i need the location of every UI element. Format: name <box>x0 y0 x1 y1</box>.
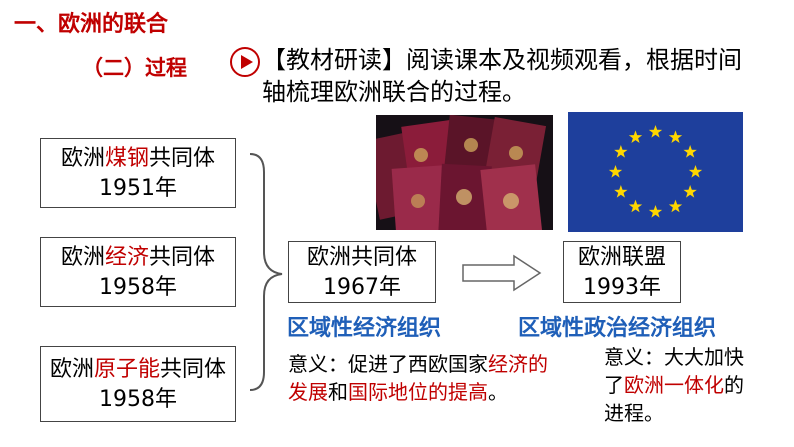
ecsc-name: 欧洲煤钢共同体 <box>60 146 216 171</box>
ecsc-box: 欧洲煤钢共同体 1951年 <box>40 138 236 208</box>
ecsc-year: 1951年 <box>99 176 177 201</box>
eec-year: 1958年 <box>99 275 177 300</box>
eu-type-tag: 区域性政治经济组织 <box>518 316 717 341</box>
brace-icon <box>249 153 283 391</box>
ec-type-tag: 区域性经济组织 <box>287 316 442 341</box>
intro-text: 【教材研读】阅读课本及视频观看，根据时间轴梳理欧洲联合的过程。 <box>262 46 742 106</box>
eu-flag-star <box>648 125 663 138</box>
eec-name: 欧洲经济共同体 <box>60 245 216 270</box>
section-title: 一、欧洲的联合 <box>14 12 169 37</box>
eu-name: 欧洲联盟 <box>577 245 666 270</box>
ec-significance-note: 意义：促进了西欧国家经济的发展和国际地位的提高。 <box>288 352 548 404</box>
euratom-box: 欧洲原子能共同体 1958年 <box>40 346 236 422</box>
eu-flag-star <box>628 199 643 213</box>
passports-image <box>376 115 553 230</box>
euratom-year: 1958年 <box>99 387 177 412</box>
eu-year: 1993年 <box>583 275 661 300</box>
eu-flag-star <box>683 145 697 158</box>
eu-flag-star <box>668 199 683 213</box>
eu-box: 欧洲联盟 1993年 <box>563 241 681 303</box>
eu-flag-star <box>648 205 663 218</box>
eec-box: 欧洲经济共同体 1958年 <box>40 237 236 307</box>
eu-flag-star <box>614 185 628 198</box>
eu-flag-star <box>614 145 628 158</box>
eu-flag-image <box>568 112 743 232</box>
eu-significance-note: 意义：大大加快了欧洲一体化的进程。 <box>604 345 744 425</box>
section-subtitle: （二）过程 <box>82 56 187 80</box>
eu-flag-star <box>628 130 643 144</box>
eu-flag-star <box>608 165 623 178</box>
eu-flag-star <box>688 165 703 178</box>
euratom-name: 欧洲原子能共同体 <box>49 357 227 382</box>
play-button[interactable] <box>230 47 260 77</box>
eu-flag-star <box>668 130 683 144</box>
ec-box: 欧洲共同体 1967年 <box>288 241 436 303</box>
eu-flag-star <box>683 185 697 198</box>
play-icon <box>241 55 253 69</box>
ec-year: 1967年 <box>323 275 401 300</box>
arrow-right-icon <box>462 254 542 292</box>
ec-name: 欧洲共同体 <box>306 245 417 270</box>
